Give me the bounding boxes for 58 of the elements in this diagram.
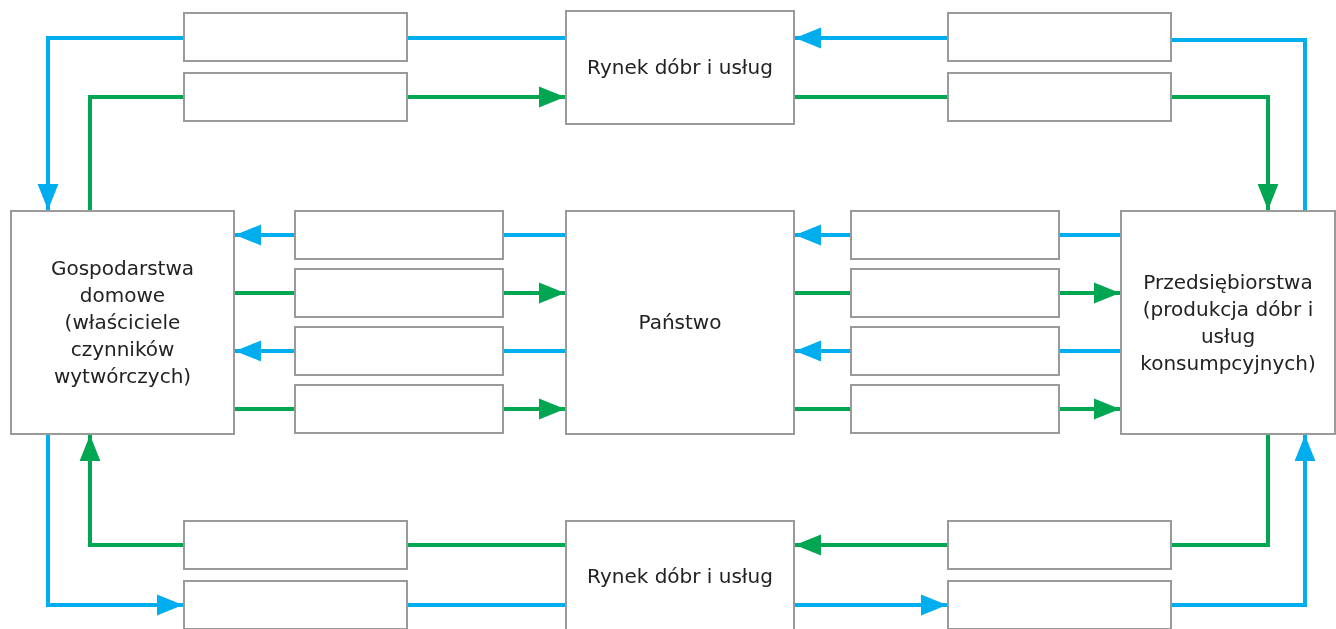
empty-box bbox=[850, 384, 1060, 434]
arrow bbox=[504, 398, 565, 420]
arrow bbox=[1060, 282, 1120, 304]
arrow bbox=[795, 594, 947, 616]
arrow bbox=[504, 282, 565, 304]
empty-box bbox=[183, 12, 408, 62]
sector-box bbox=[565, 210, 795, 435]
connector-line bbox=[795, 95, 947, 99]
connector-line bbox=[235, 407, 294, 411]
connector-line bbox=[235, 291, 294, 295]
arrow bbox=[235, 224, 294, 246]
empty-box bbox=[294, 326, 504, 376]
sector-box bbox=[565, 520, 795, 629]
box-label: Rynek dóbr i usług bbox=[586, 562, 774, 590]
empty-box bbox=[183, 520, 408, 570]
empty-box bbox=[183, 72, 408, 122]
arrow bbox=[1172, 435, 1316, 607]
connector-line bbox=[1172, 38, 1307, 210]
empty-box bbox=[850, 268, 1060, 318]
arrow bbox=[37, 36, 183, 210]
empty-box bbox=[294, 268, 504, 318]
empty-box bbox=[947, 12, 1172, 62]
arrow bbox=[46, 435, 183, 616]
connector-line bbox=[1060, 233, 1120, 237]
empty-box bbox=[850, 326, 1060, 376]
arrow bbox=[235, 340, 294, 362]
box-label: Gospodarstwa domowe (właściciele czynników wytwórczych) bbox=[49, 255, 196, 390]
empty-box bbox=[294, 384, 504, 434]
connector-line bbox=[795, 407, 850, 411]
arrow bbox=[795, 340, 850, 362]
connector-line bbox=[408, 603, 565, 607]
connector-line bbox=[1172, 435, 1270, 547]
sector-box bbox=[565, 10, 795, 125]
box-label: Rynek dóbr i usług bbox=[586, 54, 774, 81]
connector-line bbox=[795, 291, 850, 295]
arrow bbox=[79, 435, 183, 547]
empty-box bbox=[947, 72, 1172, 122]
box-label: Przedsiębiorstwa (produkcja dóbr i usług konsumpcyjnych) bbox=[1139, 268, 1317, 377]
box-label: Państwo bbox=[637, 309, 723, 336]
arrow bbox=[795, 534, 947, 556]
empty-box bbox=[947, 520, 1172, 570]
connector-line bbox=[1060, 349, 1120, 353]
arrow bbox=[795, 224, 850, 246]
connector-line bbox=[408, 36, 565, 40]
empty-box bbox=[850, 210, 1060, 260]
empty-box bbox=[183, 580, 408, 629]
arrow bbox=[1172, 95, 1279, 210]
connector-line bbox=[504, 349, 565, 353]
sector-box bbox=[10, 210, 235, 435]
connector-line bbox=[88, 95, 183, 210]
connector-line bbox=[408, 543, 565, 547]
empty-box bbox=[947, 580, 1172, 629]
sector-box bbox=[1120, 210, 1336, 435]
arrow bbox=[408, 86, 565, 108]
arrow bbox=[795, 27, 947, 49]
empty-box bbox=[294, 210, 504, 260]
arrow bbox=[1060, 398, 1120, 420]
connector-line bbox=[504, 233, 565, 237]
